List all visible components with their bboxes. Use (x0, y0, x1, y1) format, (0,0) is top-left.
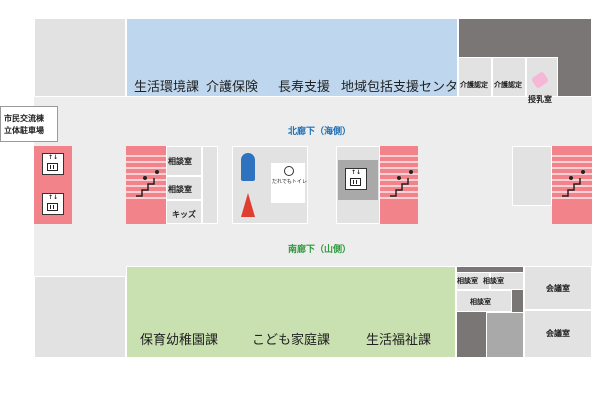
south-label-hoiku-youchien: 保育幼稚園課 (140, 333, 219, 348)
southwest-gray-room (34, 276, 126, 358)
stair-block-east (552, 146, 592, 224)
north-label-choju-shien: 長寿支援 (278, 80, 331, 95)
soudan-label-2: 相談室 (168, 185, 192, 194)
kids-label: キッズ (172, 210, 196, 219)
parking-label-box (0, 106, 58, 142)
north-label-seikatsu-kankyo: 生活環境課 (134, 80, 200, 95)
elevator-icon-left-top: ↑↓ (42, 153, 64, 175)
soudan-room-3 (456, 272, 490, 290)
south-office-block (126, 266, 456, 358)
soudan-room-4 (490, 272, 524, 290)
north-corridor-label: 北廊下（海側） (288, 127, 352, 137)
west-island-inner-room (202, 146, 218, 224)
kaigi-label-2: 会議室 (546, 329, 570, 338)
soudan-label-3: 相談室 (457, 277, 478, 285)
stair-block-center (380, 146, 418, 224)
north-office-block (126, 18, 458, 97)
south-mid-room (486, 312, 524, 358)
stair-block-west (126, 146, 166, 224)
elevator-icon-center: ↑↓ (345, 168, 367, 190)
wheelchair-icon (284, 166, 294, 176)
kids-room (166, 200, 202, 224)
accessible-toilet-label: だれでもトイレ (272, 179, 307, 185)
south-corridor-label: 南廊下（山側） (288, 245, 352, 255)
south-label-kodomo-katei: こども家庭課 (252, 333, 331, 348)
stairs-center-icon (380, 155, 418, 199)
east-gray-room (512, 146, 552, 206)
stairs-west-icon (126, 155, 166, 199)
stairs-east-icon (552, 155, 592, 199)
parking-label-line2: 立体駐車場 (4, 126, 44, 135)
soudan-label-1: 相談室 (168, 157, 192, 166)
kaigi-room-1 (524, 266, 592, 310)
toilet-men-icon (241, 153, 255, 181)
kaigo-nintei-room-1 (458, 57, 492, 97)
parking-label-line1: 市民交流棟 (4, 114, 44, 123)
soudan-room-2 (166, 176, 202, 200)
kaigi-label-1: 会議室 (546, 284, 570, 293)
north-label-chiiki-houkatsu: 地域包括支援センター (341, 80, 472, 95)
soudan-room-1 (166, 146, 202, 176)
kaigo-nintei-label-2: 介護認定 (494, 81, 522, 89)
soudan-label-5: 相談室 (470, 298, 491, 306)
kaigo-nintei-room-2 (492, 57, 526, 97)
soudan-label-4: 相談室 (483, 277, 504, 285)
kaigi-room-2 (524, 310, 592, 358)
junyushitsu-label: 授乳室 (528, 95, 552, 104)
northwest-gray-room (34, 18, 126, 97)
north-label-kaigo-hoken: 介護保険 (206, 80, 259, 95)
south-label-seikatsu-fukushi: 生活福祉課 (366, 333, 432, 348)
soudan-room-5 (456, 290, 512, 312)
kaigo-nintei-label-1: 介護認定 (460, 81, 488, 89)
elevator-icon-left-bottom: ↑↓ (42, 193, 64, 215)
